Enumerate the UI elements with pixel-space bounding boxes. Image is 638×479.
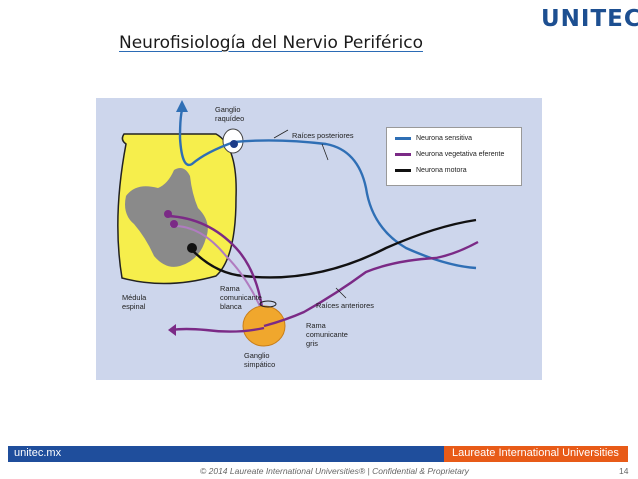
label-raices-posteriores: Raíces posteriores (292, 131, 354, 140)
label-raices-anteriores: Raíces anteriores (316, 301, 374, 310)
copyright-text: © 2014 Laureate International Universiti… (200, 466, 469, 476)
legend-label: Neurona motora (416, 167, 467, 174)
label-rama-comunicante-gris: Rama comunicante gris (306, 321, 348, 348)
white-ramus-ring (259, 300, 277, 308)
logo-text: UNITEC (541, 6, 638, 32)
slide-title: Neurofisiología del Nervio Periférico (119, 33, 423, 53)
page-number: 14 (619, 466, 629, 476)
autonomic-cell-body-b (170, 220, 178, 228)
label-medula-espinal: Médula espinal (122, 293, 147, 311)
postganglionic-arrow (168, 324, 176, 336)
gray-ramus-path (263, 240, 479, 328)
autonomic-neuron-path-2 (169, 224, 269, 327)
motor-neuron-path (191, 218, 477, 279)
label-ganglio-raquideo: Ganglio raquídeo (215, 105, 245, 123)
legend-item-vegetativa: Neurona vegetativa eferente (395, 151, 504, 158)
legend-swatch (395, 169, 411, 172)
label-ganglio-simpatico: Ganglio simpático (244, 351, 276, 369)
legend-label: Neurona sensitiva (416, 135, 473, 142)
legend-item-sensitiva: Neurona sensitiva (395, 135, 472, 142)
sensory-neuron-path (233, 139, 477, 270)
footer-brand-text: Laureate International Universities (452, 447, 619, 459)
legend-swatch (395, 153, 411, 156)
legend-label: Neurona vegetativa eferente (416, 151, 505, 158)
sensory-neuron-central (178, 109, 235, 167)
sensory-cell-body (230, 140, 238, 148)
footer-url-link[interactable]: unitec.mx (14, 447, 62, 459)
footer-brand-block (444, 446, 628, 462)
legend-item-motora: Neurona motora (395, 167, 467, 174)
diagram-legend: Neurona sensitiva Neurona vegetativa efe… (386, 127, 522, 186)
postganglionic-path (171, 326, 265, 333)
unitec-logo: UNITEC ® (541, 6, 638, 32)
sensory-arrow-head (176, 100, 188, 112)
autonomic-neuron-path (167, 214, 266, 325)
autonomic-cell-body-a (164, 210, 172, 218)
label-rama-comunicante-blanca: Rama comunicante blanca (220, 284, 262, 311)
diagram-drawing (117, 100, 479, 347)
motor-cell-body (187, 243, 197, 253)
legend-swatch (395, 137, 411, 140)
